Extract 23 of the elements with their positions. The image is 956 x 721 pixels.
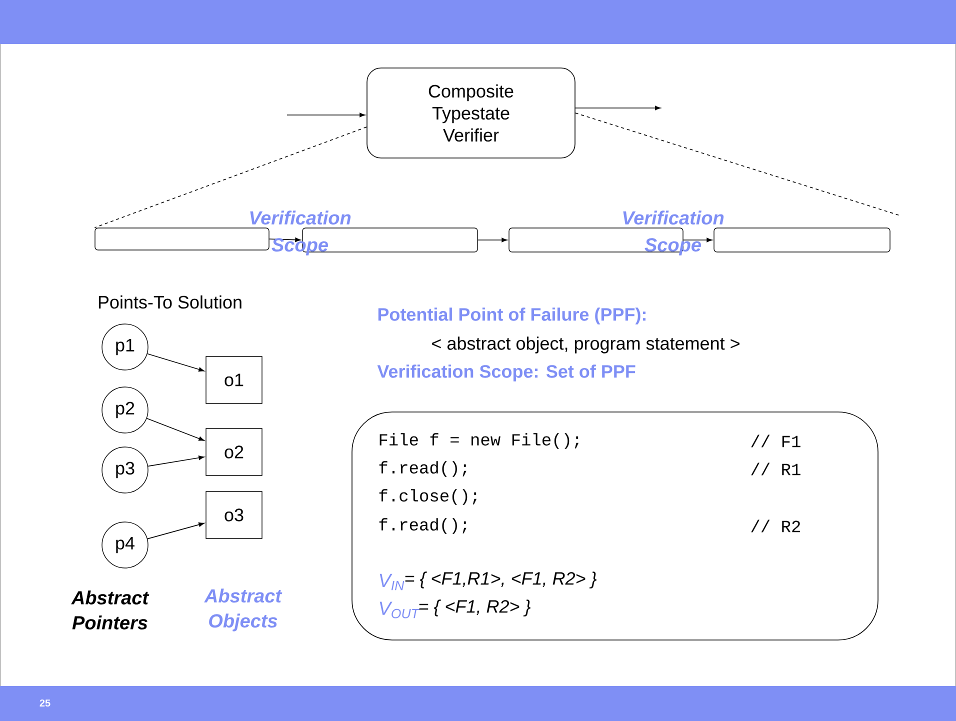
definition-heading: Potential Point of Failure (PPF): [378,308,646,324]
arrow [286,112,366,118]
arrow [147,522,204,540]
page-number: 25 [40,699,50,707]
arrow [477,238,508,242]
column-label: Abstract Objects [204,588,282,632]
arrow [146,353,204,372]
object-box: o2 [206,428,262,476]
object-box: o3 [206,491,262,539]
arrow [575,106,661,110]
code-box: File f = new File(); // F1 f.read(); // R1 f.close(); f.read(); // R2 V$_{IN}$= { <F1,R1>, <F1, R2> } V$_{OUT}$= { <F1, R2> } [352,412,878,640]
process-box: Composite Typestate Verifier [366,68,576,158]
column-label: Abstract Pointers [71,590,150,630]
zoom-line [94,126,367,228]
scope-box [94,228,270,250]
zoom-line [575,112,901,216]
section-title: Points-To Solution [98,295,242,309]
arrow [146,418,204,441]
arrow [148,456,204,467]
definition-text: < abstract object, program statement > [432,336,740,354]
definition-heading: Verification Scope: Set of PPF [377,364,636,382]
scope-box [714,228,890,252]
object-box: o1 [206,356,262,404]
